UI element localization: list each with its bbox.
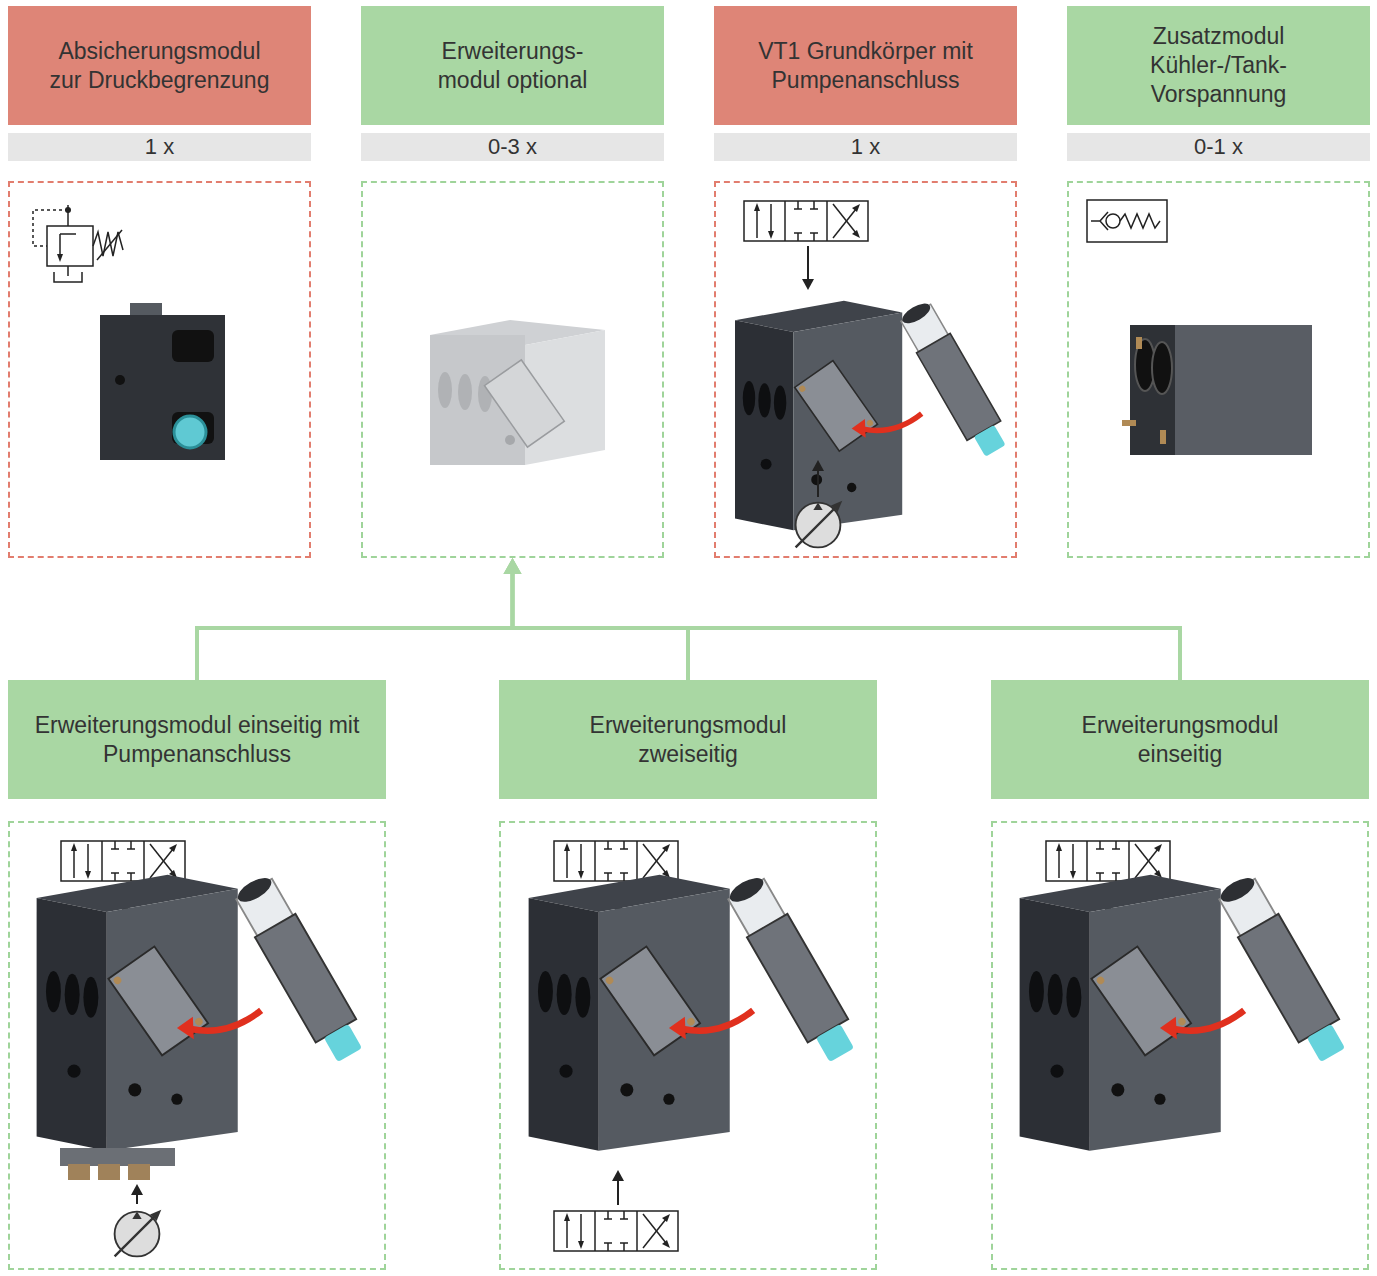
module-title: Erweiterungsmodul einseitig — [1055, 711, 1305, 769]
module-header: Absicherungsmodul zur Druckbegrenzung — [8, 6, 311, 125]
module-title: Erweiterungsmodul einseitig mit Pumpenan… — [25, 711, 370, 769]
module-panel — [991, 821, 1369, 1270]
module-title: Absicherungsmodul zur Druckbegrenzung — [40, 37, 280, 95]
module-header: Zusatzmodul Kühler-/Tank- Vorspannung — [1067, 6, 1370, 125]
quantity-label: 1 x — [714, 133, 1017, 161]
module-column: Erweiterungsmodul zweiseitig — [499, 680, 877, 1270]
module-title: Zusatzmodul Kühler-/Tank- Vorspannung — [1129, 22, 1309, 108]
module-title: VT1 Grundkörper mit Pumpenanschluss — [731, 37, 1001, 95]
arrow-head — [504, 558, 522, 574]
connector-line — [197, 574, 513, 680]
module-panel — [499, 821, 877, 1270]
module-column: Zusatzmodul Kühler-/Tank- Vorspannung 0-1… — [1067, 6, 1370, 558]
branch-arrow — [504, 558, 689, 680]
module-column: Erweiterungsmodul einseitig — [991, 680, 1369, 1270]
connector-line — [513, 574, 1181, 680]
module-column: VT1 Grundkörper mit Pumpenanschluss 1 x — [714, 6, 1017, 558]
module-title: Erweiterungs- modul optional — [433, 37, 593, 95]
module-column: Absicherungsmodul zur Druckbegrenzung 1 x — [8, 6, 311, 558]
module-column: Erweiterungsmodul einseitig mit Pumpenan… — [8, 680, 386, 1270]
module-header: Erweiterungsmodul einseitig mit Pumpenan… — [8, 680, 386, 799]
module-panel — [714, 181, 1017, 558]
quantity-label: 1 x — [8, 133, 311, 161]
module-title: Erweiterungsmodul zweiseitig — [563, 711, 813, 769]
quantity-label: 0-3 x — [361, 133, 664, 161]
module-header: VT1 Grundkörper mit Pumpenanschluss — [714, 6, 1017, 125]
arrow-head — [504, 558, 522, 574]
arrow-head — [504, 558, 522, 574]
module-panel — [8, 821, 386, 1270]
module-panel — [8, 181, 311, 558]
module-header: Erweiterungsmodul zweiseitig — [499, 680, 877, 799]
module-header: Erweiterungsmodul einseitig — [991, 680, 1369, 799]
branch-arrow — [504, 558, 1181, 680]
module-header: Erweiterungs- modul optional — [361, 6, 664, 125]
module-panel — [1067, 181, 1370, 558]
quantity-label: 0-1 x — [1067, 133, 1370, 161]
branch-arrow — [197, 558, 522, 680]
module-panel — [361, 181, 664, 558]
module-column: Erweiterungs- modul optional 0-3 x — [361, 6, 664, 558]
